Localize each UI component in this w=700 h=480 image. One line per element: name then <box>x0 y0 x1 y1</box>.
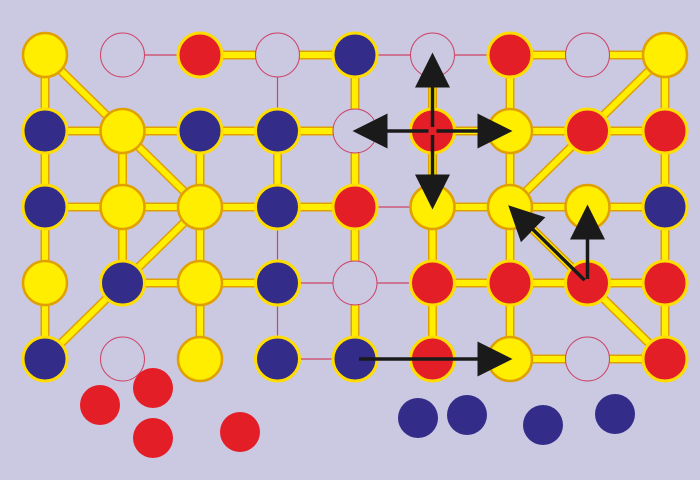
reserve-pieces-layer <box>80 368 635 458</box>
board-node-empty[interactable] <box>255 32 300 78</box>
reserve-piece-blue[interactable] <box>447 395 487 435</box>
board-node-blue[interactable] <box>331 31 379 79</box>
move-arrow-layer <box>352 52 605 377</box>
board-node-empty[interactable] <box>100 32 145 78</box>
board-node-blue[interactable] <box>254 183 301 231</box>
board-node-red[interactable] <box>486 31 534 79</box>
board-node-red[interactable] <box>409 259 456 307</box>
reserve-piece-blue[interactable] <box>523 405 563 445</box>
move-arrow <box>508 205 586 282</box>
board-node-red[interactable] <box>176 31 224 79</box>
board-node-blue[interactable] <box>254 107 301 155</box>
board-node-yellow[interactable] <box>99 183 146 231</box>
board-node-yellow[interactable] <box>641 31 689 79</box>
board-node-blue[interactable] <box>176 107 224 155</box>
board-node-yellow[interactable] <box>99 107 146 155</box>
board-node-yellow[interactable] <box>21 259 69 307</box>
board-node-blue[interactable] <box>254 259 301 307</box>
board-node-yellow[interactable] <box>176 259 224 307</box>
reserve-piece-red[interactable] <box>133 418 173 458</box>
board-node-empty[interactable] <box>332 260 378 306</box>
board-node-yellow[interactable] <box>176 335 224 383</box>
reserve-piece-blue[interactable] <box>398 398 438 438</box>
reserve-piece-red[interactable] <box>220 412 260 452</box>
board-node-empty[interactable] <box>100 336 145 382</box>
board-node-blue[interactable] <box>254 335 301 383</box>
board-node-red[interactable] <box>641 259 689 307</box>
board-node-yellow[interactable] <box>21 31 69 79</box>
reserve-piece-blue[interactable] <box>595 394 635 434</box>
board-node-blue[interactable] <box>21 107 69 155</box>
board-node-red[interactable] <box>564 107 611 155</box>
board-node-yellow[interactable] <box>176 183 224 231</box>
reserve-piece-red[interactable] <box>80 385 120 425</box>
board-node-blue[interactable] <box>641 183 689 231</box>
board-node-red[interactable] <box>486 259 534 307</box>
node-layer <box>21 31 689 383</box>
board-node-blue[interactable] <box>21 335 69 383</box>
board-node-blue[interactable] <box>21 183 69 231</box>
board-node-red[interactable] <box>331 183 379 231</box>
board-node-red[interactable] <box>641 107 689 155</box>
board-node-empty[interactable] <box>565 32 610 78</box>
board-node-empty[interactable] <box>565 336 610 382</box>
board-node-blue[interactable] <box>99 259 146 307</box>
board-node-red[interactable] <box>641 335 689 383</box>
reserve-piece-red[interactable] <box>133 368 173 408</box>
